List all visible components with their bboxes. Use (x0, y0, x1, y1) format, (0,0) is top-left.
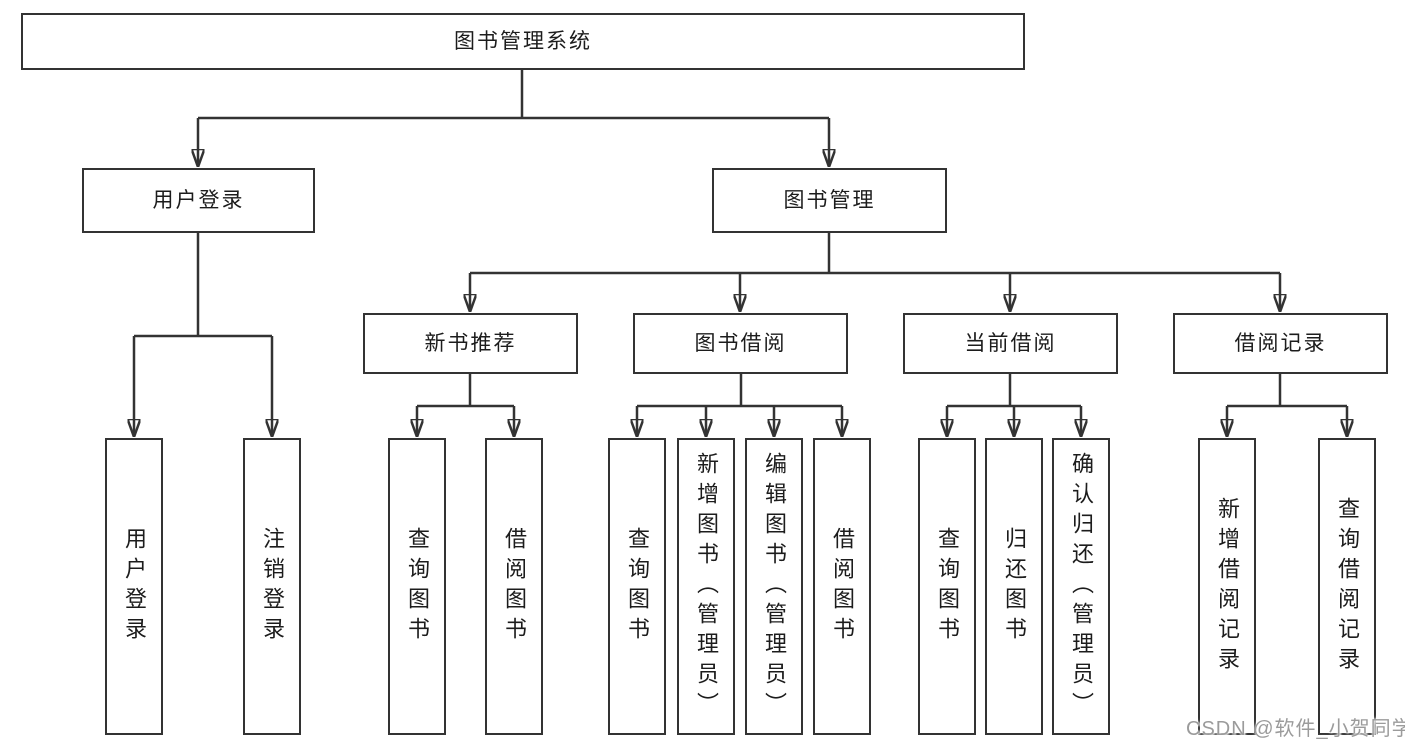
node-label: 图书管理系统 (454, 29, 592, 53)
node-label: 归还图书 (1002, 526, 1027, 647)
leaf-borrowing-add-book-admin: 新增图书（管理员） (677, 438, 735, 735)
node-label: 借阅图书 (502, 526, 527, 647)
node-label: 当前借阅 (964, 331, 1057, 355)
node-label: 用户登录 (152, 188, 245, 212)
leaf-current-query-book: 查询图书 (918, 438, 976, 735)
leaf-records-query-borrow-record: 查询借阅记录 (1318, 438, 1376, 735)
node-root-system: 图书管理系统 (21, 13, 1025, 70)
node-label: 确认归还（管理员） (1069, 451, 1094, 722)
node-label: 新增借阅记录 (1215, 496, 1240, 677)
node-borrowing-records: 借阅记录 (1173, 313, 1388, 374)
node-current-borrowing: 当前借阅 (903, 313, 1118, 374)
leaf-recommend-borrow-book: 借阅图书 (485, 438, 543, 735)
leaf-current-confirm-return-admin: 确认归还（管理员） (1052, 438, 1110, 735)
leaf-logout: 注销登录 (243, 438, 301, 735)
node-label: 查询图书 (935, 526, 960, 647)
node-label: 新增图书（管理员） (694, 451, 719, 722)
node-label: 借阅记录 (1234, 331, 1327, 355)
node-label: 新书推荐 (424, 331, 517, 355)
leaf-borrowing-query-book: 查询图书 (608, 438, 666, 735)
node-label: 查询图书 (405, 526, 430, 647)
node-label: 注销登录 (260, 526, 285, 647)
node-book-management: 图书管理 (712, 168, 947, 233)
node-book-borrowing: 图书借阅 (633, 313, 848, 374)
node-label: 查询图书 (625, 526, 650, 647)
node-label: 查询借阅记录 (1335, 496, 1360, 677)
node-label: 图书借阅 (694, 331, 787, 355)
leaf-borrowing-borrow-book: 借阅图书 (813, 438, 871, 735)
node-label: 图书管理 (783, 188, 876, 212)
node-label: 用户登录 (122, 526, 147, 647)
node-user-login: 用户登录 (82, 168, 315, 233)
leaf-recommend-query-book: 查询图书 (388, 438, 446, 735)
csdn-watermark: CSDN @软件_小贺同学 (1186, 718, 1405, 740)
leaf-borrowing-edit-book-admin: 编辑图书（管理员） (745, 438, 803, 735)
leaf-records-add-borrow-record: 新增借阅记录 (1198, 438, 1256, 735)
leaf-current-return-book: 归还图书 (985, 438, 1043, 735)
node-label: 借阅图书 (830, 526, 855, 647)
node-new-book-recommend: 新书推荐 (363, 313, 578, 374)
leaf-user-login: 用户登录 (105, 438, 163, 735)
node-label: 编辑图书（管理员） (762, 451, 787, 722)
